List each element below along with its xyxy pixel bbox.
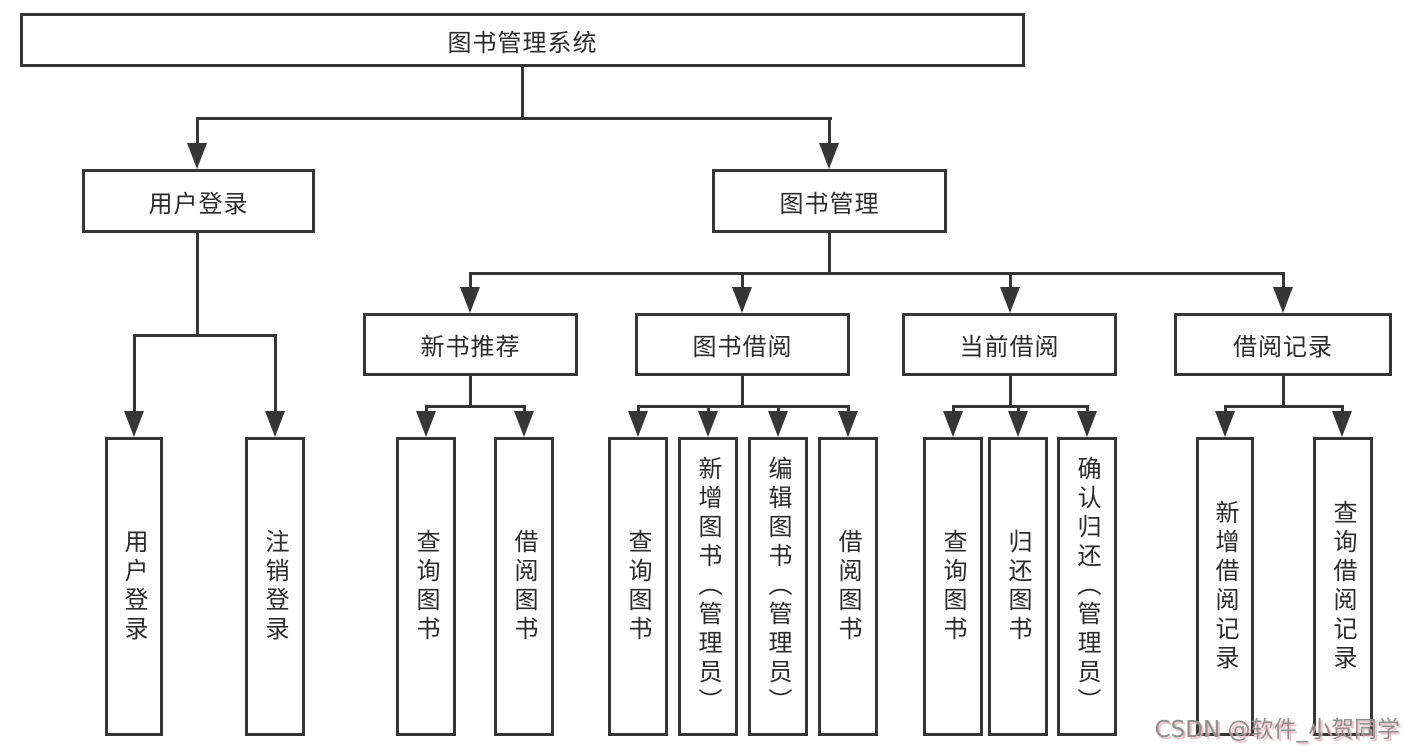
arrow-head <box>1000 287 1020 313</box>
connector-line <box>469 273 472 289</box>
arrow-head <box>1008 411 1028 437</box>
connector-line <box>523 406 526 414</box>
node-current-borrowing: 当前借阅 <box>902 313 1117 376</box>
node-label: 借阅图书 <box>834 528 862 645</box>
leaf-borrow-books: 借阅图书 <box>818 437 878 736</box>
arrow-head <box>819 143 839 169</box>
csdn-watermark: CSDN @软件_小贺同学 <box>1154 717 1400 743</box>
leaf-query-borrow-record: 查询借阅记录 <box>1313 437 1373 736</box>
leaf-edit-books-admin: 编辑图书（管理员） <box>748 437 808 736</box>
connector-line <box>777 406 780 414</box>
node-label: 图书管理 <box>779 189 880 218</box>
node-label: 图书借阅 <box>692 333 793 361</box>
node-book-management: 图书管理 <box>712 169 947 233</box>
leaf-confirm-return-admin: 确认归还（管理员） <box>1057 437 1117 736</box>
connector-line <box>196 233 199 336</box>
arrow-head <box>768 411 788 437</box>
connector-line <box>133 335 136 413</box>
node-label: 查询图书 <box>412 528 440 645</box>
leaf-query-books: 查询图书 <box>396 437 456 736</box>
arrow-head <box>1332 411 1352 437</box>
connector-line <box>847 406 850 414</box>
node-library-system: 图书管理系统 <box>20 13 1025 67</box>
node-borrowing-records: 借阅记录 <box>1174 313 1392 376</box>
connector-line <box>425 405 526 408</box>
connector-line <box>952 406 955 414</box>
connector-line <box>1282 376 1285 407</box>
connector-line <box>521 67 524 118</box>
connector-line <box>196 118 199 146</box>
connector-line <box>828 118 831 146</box>
arrow-head <box>265 411 285 437</box>
connector-line <box>1224 406 1227 414</box>
leaf-logout: 注销登录 <box>245 437 305 736</box>
connector-line <box>1009 376 1012 407</box>
node-label: 注销登录 <box>261 528 289 645</box>
connector-line <box>707 406 710 414</box>
node-label: 编辑图书（管理员） <box>764 456 792 717</box>
arrow-head <box>416 411 436 437</box>
connector-line <box>469 272 1285 275</box>
connector-line <box>741 273 744 289</box>
node-new-book-recommend: 新书推荐 <box>363 313 578 376</box>
node-label: 用户登录 <box>120 528 148 645</box>
arrow-head <box>1215 411 1235 437</box>
leaf-query-books: 查询图书 <box>923 437 983 736</box>
connector-line <box>469 376 472 407</box>
connector-line <box>425 406 428 414</box>
node-label: 新增借阅记录 <box>1211 499 1239 674</box>
connector-line <box>1341 406 1344 414</box>
arrow-head <box>460 287 480 313</box>
arrow-head <box>514 411 534 437</box>
node-label: 新书推荐 <box>420 333 521 361</box>
connector-line <box>1086 406 1089 414</box>
connector-line <box>1017 406 1020 414</box>
node-label: 新增图书（管理员） <box>694 456 722 717</box>
connector-line <box>741 376 744 407</box>
connector-line <box>196 117 832 120</box>
arrow-head <box>838 411 858 437</box>
connector-line <box>1224 405 1344 408</box>
node-book-borrowing: 图书借阅 <box>635 313 850 376</box>
connector-line <box>828 233 831 274</box>
leaf-query-books: 查询图书 <box>608 437 668 736</box>
node-label: 查询借阅记录 <box>1329 499 1357 674</box>
arrow-head <box>1273 287 1293 313</box>
node-label: 查询图书 <box>939 528 967 645</box>
connector-line <box>133 334 277 337</box>
node-label: 确认归还（管理员） <box>1073 456 1101 717</box>
node-user-login: 用户登录 <box>82 169 315 233</box>
connector-line <box>1282 273 1285 289</box>
node-label: 查询图书 <box>624 528 652 645</box>
leaf-borrow-books: 借阅图书 <box>494 437 554 736</box>
connector-line <box>952 405 1089 408</box>
arrow-head <box>1077 411 1097 437</box>
node-label: 归还图书 <box>1004 528 1032 645</box>
leaf-add-books-admin: 新增图书（管理员） <box>678 437 738 736</box>
connector-line <box>274 335 277 413</box>
connector-line <box>1009 273 1012 289</box>
leaf-return-books: 归还图书 <box>988 437 1048 736</box>
connector-line <box>637 405 850 408</box>
node-label: 借阅记录 <box>1233 333 1333 361</box>
leaf-user-login: 用户登录 <box>105 437 163 736</box>
arrow-head <box>698 411 718 437</box>
node-label: 用户登录 <box>148 189 249 218</box>
arrow-head <box>124 411 144 437</box>
arrow-head <box>732 287 752 313</box>
connector-line <box>637 406 640 414</box>
arrow-head <box>187 143 207 169</box>
node-label: 当前借阅 <box>959 333 1060 361</box>
node-label: 借阅图书 <box>510 528 538 645</box>
leaf-add-borrow-record: 新增借阅记录 <box>1196 437 1254 736</box>
arrow-head <box>943 411 963 437</box>
arrow-head <box>628 411 648 437</box>
node-label: 图书管理系统 <box>447 28 598 57</box>
